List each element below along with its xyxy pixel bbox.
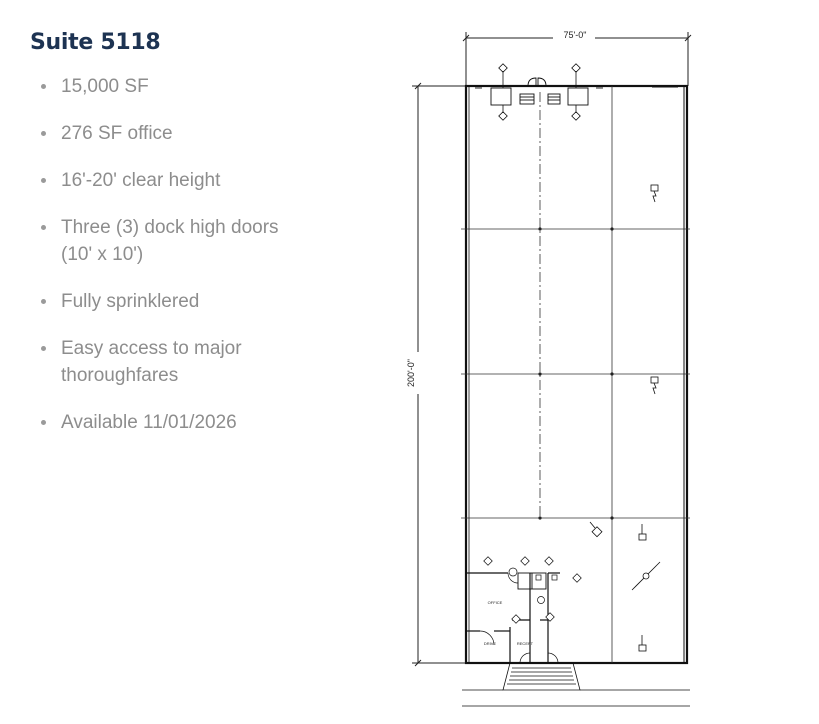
entry-steps bbox=[462, 662, 690, 707]
feature-item: Available 11/01/2026 bbox=[40, 409, 290, 436]
feature-item: 276 SF office bbox=[40, 120, 290, 147]
feature-item: 16'-20' clear height bbox=[40, 167, 290, 194]
width-dimension bbox=[462, 32, 692, 86]
suite-title: Suite 5118 bbox=[30, 30, 161, 55]
feature-item: Fully sprinklered bbox=[40, 288, 290, 315]
length-dimension-label: 200'-0" bbox=[406, 359, 416, 387]
building-outline bbox=[464, 84, 689, 665]
dock-doors bbox=[475, 77, 678, 106]
svg-text:OFFICE: OFFICE bbox=[488, 600, 503, 605]
office-fixtures bbox=[483, 556, 582, 624]
room-labels: OFFICE RECEPT DRIVE bbox=[484, 600, 534, 646]
feature-list: 15,000 SF 276 SF office 16'-20' clear he… bbox=[40, 73, 290, 456]
feature-item: Three (3) dock high doors (10' x 10') bbox=[40, 214, 290, 268]
sprinkler-riser bbox=[589, 521, 661, 591]
door-markers bbox=[498, 63, 581, 121]
length-dimension bbox=[412, 82, 466, 667]
svg-text:DRIVE: DRIVE bbox=[484, 641, 497, 646]
svg-text:RECEPT: RECEPT bbox=[517, 641, 534, 646]
feature-item: 15,000 SF bbox=[40, 73, 290, 100]
feature-item: Easy access to major thoroughfares bbox=[40, 335, 290, 389]
column-markers bbox=[538, 227, 614, 520]
electrical-panels bbox=[638, 184, 659, 652]
width-dimension-label: 75'-0" bbox=[564, 30, 587, 40]
